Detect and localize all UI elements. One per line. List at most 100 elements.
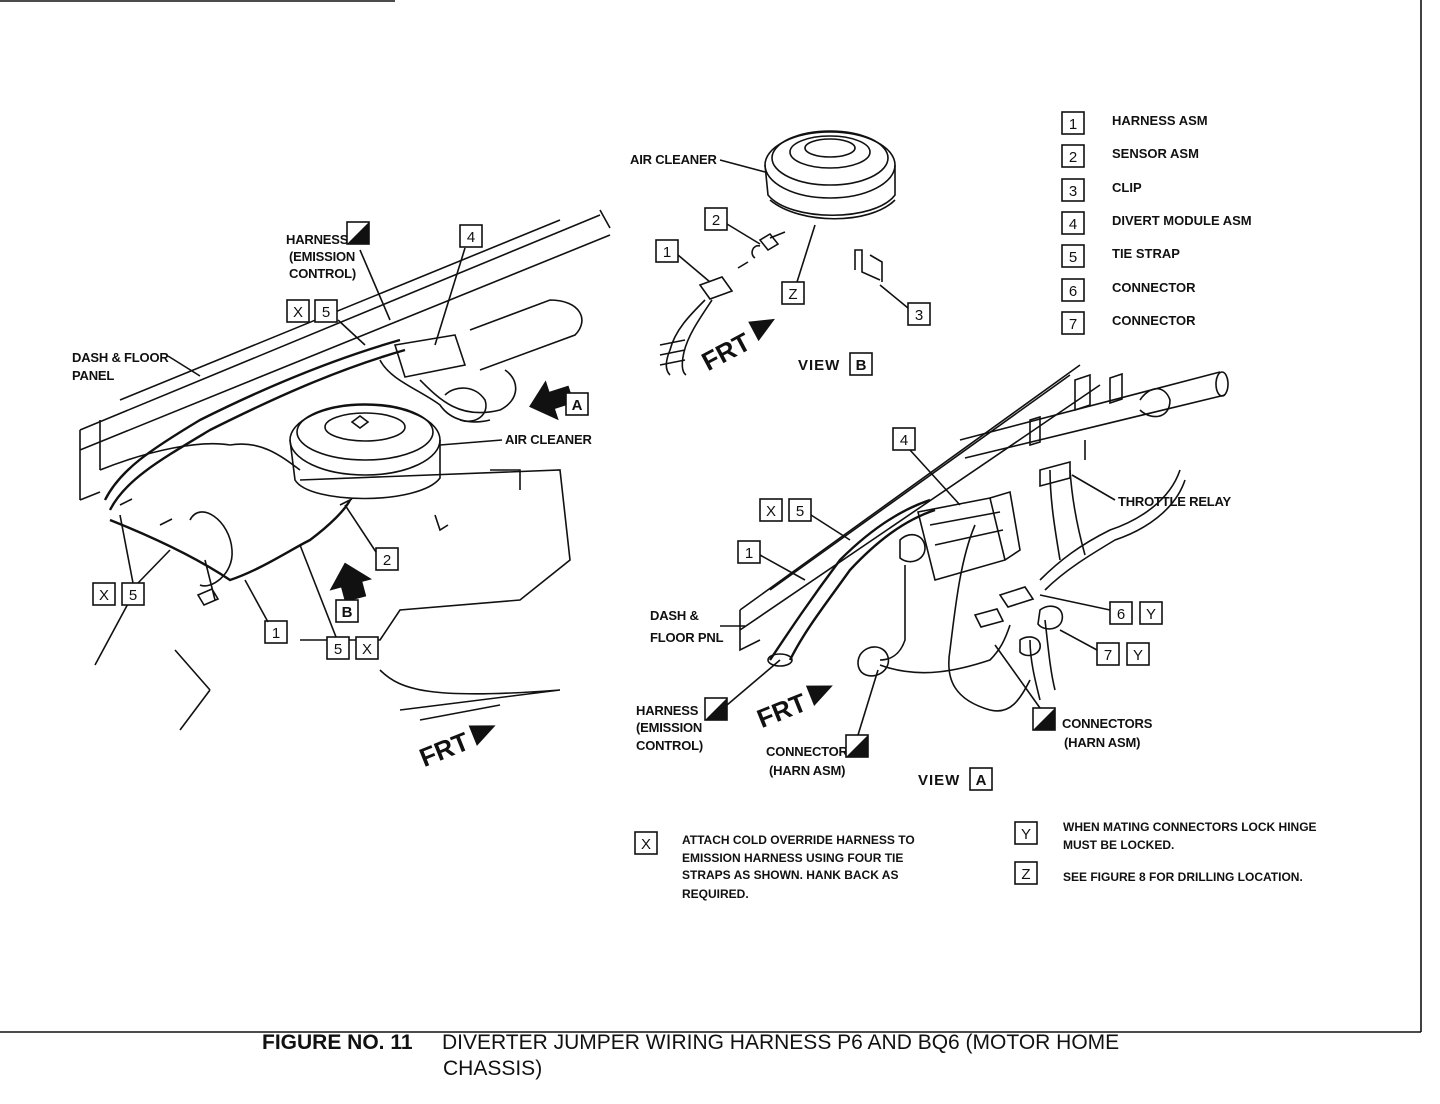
svg-text:CONNECTOR: CONNECTOR [1112,313,1196,328]
svg-text:2: 2 [383,552,391,569]
svg-text:DASH & FLOOR: DASH & FLOOR [72,350,169,365]
svg-text:VIEW: VIEW [918,772,960,789]
svg-text:Y: Y [1146,606,1156,623]
legend-item-4: 4 DIVERT MODULE ASM [1061,211,1252,235]
note-x: X ATTACH COLD OVERRIDE HARNESS TO EMISSI… [634,831,915,901]
connector-symbol-view-a [845,734,869,758]
view-b-detail: AIR CLEANER 2 1 Z 3 FRT VIEW B [630,130,931,377]
note-z: Z SEE FIGURE 8 FOR DRILLING LOCATION. [1014,861,1303,885]
svg-text:(EMISSION: (EMISSION [636,720,702,735]
svg-text:Z: Z [1021,866,1030,883]
svg-text:5: 5 [129,587,137,604]
left-engine-view: HARNESS (EMISSION CONTROL) DASH & FLOOR … [72,209,611,773]
svg-text:X: X [641,836,651,853]
svg-text:4: 4 [467,229,475,246]
view-a-detail: 4 X 5 1 6 Y 7 Y THROTTLE RELAY DASH & FL… [636,364,1232,791]
figure-title-line-1: DIVERTER JUMPER WIRING HARNESS P6 AND BQ… [442,1031,1120,1054]
parts-legend: 1 HARNESS ASM 2 SENSOR ASM 3 CLIP 4 DIVERT M… [1061,111,1252,335]
legend-item-5: 5 TIE STRAP [1061,244,1180,268]
figure-title-line-2: CHASSIS) [443,1057,543,1080]
view-a-arrow: A [529,380,589,421]
svg-text:STRAPS AS SHOWN. HANK BACK AS: STRAPS AS SHOWN. HANK BACK AS [682,868,898,882]
svg-text:FRT: FRT [415,726,473,773]
svg-text:7: 7 [1069,316,1077,333]
legend-item-2: 2 SENSOR ASM [1061,144,1199,168]
svg-text:HARNESS: HARNESS [286,232,349,247]
harness-symbol-view-a [704,697,728,721]
legend-item-6: 6 CONNECTOR [1061,278,1196,302]
svg-text:5: 5 [322,304,330,321]
svg-text:(HARN ASM): (HARN ASM) [1064,735,1140,750]
svg-text:6: 6 [1069,283,1077,300]
svg-text:2: 2 [712,212,720,229]
divert-module-4 [899,490,1021,581]
svg-text:5: 5 [796,503,804,520]
svg-text:THROTTLE RELAY: THROTTLE RELAY [1118,494,1232,509]
harness-symbol-left [346,221,370,245]
svg-text:1: 1 [745,545,753,562]
svg-text:1: 1 [1069,116,1077,133]
svg-text:FRT: FRT [697,327,756,377]
svg-text:MUST BE LOCKED.: MUST BE LOCKED. [1063,838,1174,852]
svg-text:HARNESS: HARNESS [636,703,699,718]
svg-text:1: 1 [272,625,280,642]
svg-text:B: B [342,604,353,621]
svg-text:A: A [976,772,987,789]
svg-text:X: X [362,641,372,658]
svg-text:Y: Y [1021,826,1031,843]
legend-item-1: 1 HARNESS ASM [1061,111,1208,135]
legend-item-3: 3 CLIP [1061,178,1142,202]
svg-text:AIR CLEANER: AIR CLEANER [505,432,592,447]
frt-indicator-view-a: FRT [753,685,833,734]
svg-text:3: 3 [1069,183,1077,200]
svg-text:4: 4 [900,432,908,449]
svg-text:X: X [766,503,776,520]
svg-text:5: 5 [1069,249,1077,266]
view-b-arrow: B [329,562,373,623]
svg-text:CONTROL): CONTROL) [636,738,703,753]
note-y: Y WHEN MATING CONNECTORS LOCK HINGE MUST… [1014,820,1317,852]
svg-text:CLIP: CLIP [1112,180,1142,195]
page-frame [0,0,1422,1033]
svg-text:DASH &: DASH & [650,608,699,623]
svg-text:4: 4 [1069,216,1077,233]
svg-text:REQUIRED.: REQUIRED. [682,887,749,901]
svg-text:PANEL: PANEL [72,368,114,383]
figure-caption: FIGURE NO. 11 DIVERTER JUMPER WIRING HARN… [262,1030,1262,1082]
svg-text:HARNESS ASM: HARNESS ASM [1112,113,1208,128]
svg-text:SENSOR ASM: SENSOR ASM [1112,146,1199,161]
svg-text:CONNECTORS: CONNECTORS [1062,716,1153,731]
svg-text:AIR CLEANER: AIR CLEANER [630,152,717,167]
svg-text:DIVERT MODULE ASM: DIVERT MODULE ASM [1112,213,1252,228]
svg-text:3: 3 [915,307,923,324]
svg-text:CONNECTOR: CONNECTOR [766,744,849,759]
svg-text:X: X [99,587,109,604]
svg-text:SEE FIGURE 8 FOR DRILLING LOCA: SEE FIGURE 8 FOR DRILLING LOCATION. [1063,870,1303,884]
svg-text:VIEW: VIEW [798,357,840,374]
figure-number: FIGURE NO. 11 [262,1031,413,1054]
svg-text:1: 1 [663,244,671,261]
svg-text:WHEN MATING CONNECTORS LOCK HI: WHEN MATING CONNECTORS LOCK HINGE [1063,820,1317,834]
notes: X ATTACH COLD OVERRIDE HARNESS TO EMISSI… [634,820,1317,901]
svg-text:FLOOR PNL: FLOOR PNL [650,630,724,645]
svg-text:(HARN ASM): (HARN ASM) [769,763,845,778]
svg-text:6: 6 [1117,606,1125,623]
svg-text:A: A [572,397,583,414]
svg-text:EMISSION HARNESS USING FOUR TI: EMISSION HARNESS USING FOUR TIE [682,851,903,865]
svg-text:TIE STRAP: TIE STRAP [1112,246,1180,261]
svg-text:CONNECTOR: CONNECTOR [1112,280,1196,295]
air-cleaner-left [289,403,441,500]
svg-text:B: B [856,357,867,374]
svg-text:CONTROL): CONTROL) [289,266,356,281]
connectors-symbol-view-a [1032,707,1056,731]
svg-text:ATTACH COLD OVERRIDE HARNESS T: ATTACH COLD OVERRIDE HARNESS TO [682,833,915,847]
svg-text:Y: Y [1133,647,1143,664]
svg-text:(EMISSION: (EMISSION [289,249,355,264]
frt-indicator-view-b: FRT [697,318,775,377]
svg-text:5: 5 [334,641,342,658]
svg-text:2: 2 [1069,149,1077,166]
svg-text:X: X [293,304,303,321]
frt-indicator-left: FRT [415,725,496,773]
